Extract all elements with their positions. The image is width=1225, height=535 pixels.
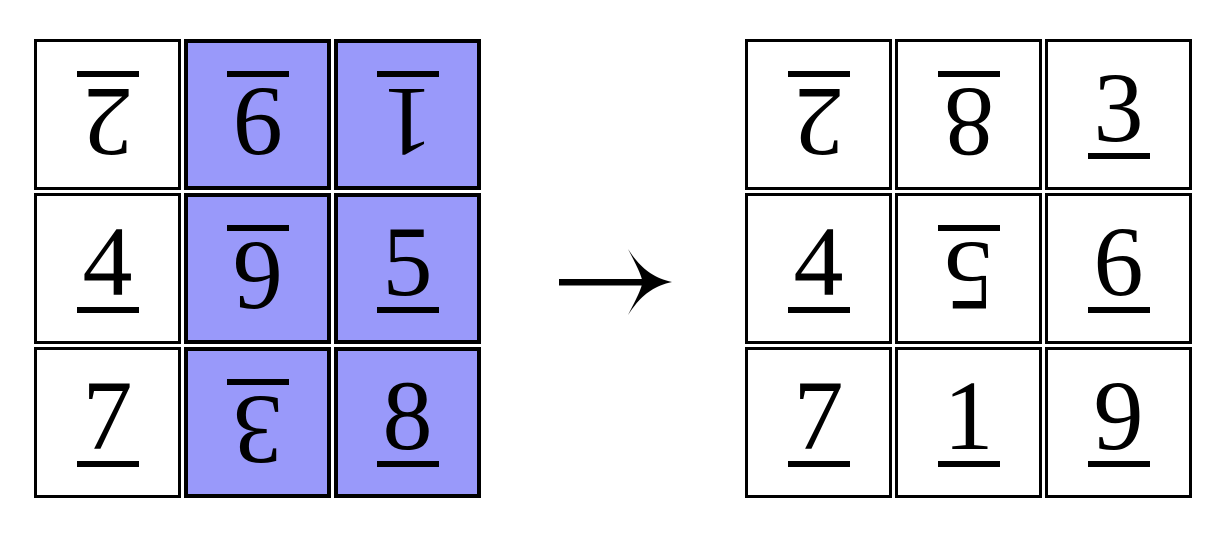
cell-digit: 1 <box>376 67 439 178</box>
grid-cell: 8 <box>334 347 481 498</box>
cell-digit: 1 <box>937 365 1000 467</box>
grid-cell: 1 <box>895 347 1042 498</box>
cell-digit: 6 <box>1087 211 1150 313</box>
grid-cell: 4 <box>34 193 181 344</box>
cell-digit: 2 <box>787 67 850 178</box>
cell-digit: 7 <box>76 365 139 467</box>
grid-cell: 3 <box>184 347 331 498</box>
grid-cell: 6 <box>184 193 331 344</box>
transform-arrow <box>558 240 676 324</box>
cell-digit: 5 <box>937 221 1000 332</box>
cell-digit: 6 <box>226 221 289 332</box>
cell-digit: 4 <box>76 211 139 313</box>
cell-digit: 9 <box>226 67 289 178</box>
grid-cell: 9 <box>1045 347 1192 498</box>
right-arrow-icon <box>559 249 672 315</box>
grid-cell: 5 <box>895 193 1042 344</box>
cell-digit: 3 <box>226 375 289 486</box>
grid-cell: 2 <box>745 39 892 190</box>
grid-cell: 1 <box>334 39 481 190</box>
cell-digit: 3 <box>1087 57 1150 159</box>
grid-cell: 2 <box>34 39 181 190</box>
grid-cell: 3 <box>1045 39 1192 190</box>
grid-cell: 9 <box>184 39 331 190</box>
grid-cell: 8 <box>895 39 1042 190</box>
cell-digit: 9 <box>1087 365 1150 467</box>
cell-digit: 5 <box>376 211 439 313</box>
grid-cell: 6 <box>1045 193 1192 344</box>
grid-cell: 5 <box>334 193 481 344</box>
cell-digit: 8 <box>376 365 439 467</box>
grid-cell: 4 <box>745 193 892 344</box>
cell-digit: 4 <box>787 211 850 313</box>
cell-digit: 2 <box>76 67 139 178</box>
cell-digit: 7 <box>787 365 850 467</box>
input-grid: 2 9 1 4 6 5 7 3 8 <box>34 39 481 498</box>
output-grid: 2 8 3 4 5 6 7 1 9 <box>745 39 1192 498</box>
grid-cell: 7 <box>34 347 181 498</box>
grid-cell: 7 <box>745 347 892 498</box>
cell-digit: 8 <box>937 67 1000 178</box>
